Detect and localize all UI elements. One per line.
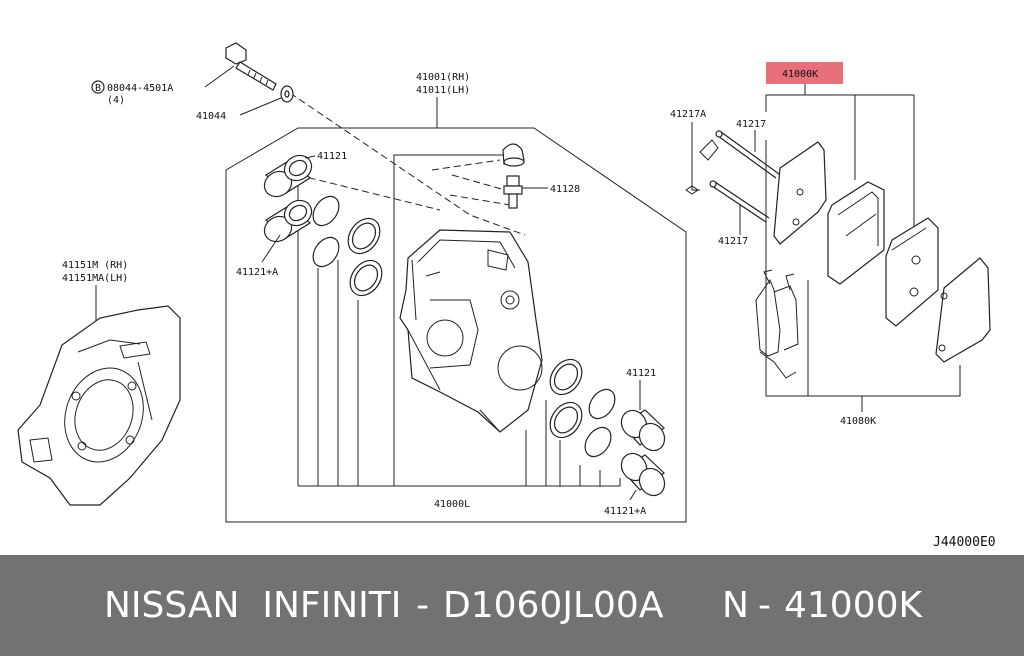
shim-plate-icon	[773, 141, 827, 245]
piston-icon	[263, 199, 313, 243]
piston-bottom-label: 41121	[626, 368, 656, 379]
abutment-clip-icon	[755, 269, 799, 379]
piston-icon	[620, 452, 666, 497]
shim-kit-label: 41080K	[840, 416, 876, 427]
dust-shield-icon	[17, 305, 181, 506]
seal-ring-icon	[549, 358, 616, 458]
pad-clip-icon	[685, 139, 719, 195]
bleeder-part-label: 41128	[550, 184, 580, 195]
footer-n-label: N	[722, 585, 749, 626]
shield-rh-label: 41151M (RH)	[62, 260, 128, 271]
piston-top-label: 41121	[317, 151, 347, 162]
brake-caliper-diagram: B 08044-4501A (4) 41044 41001(RH) 41011(…	[17, 42, 996, 550]
caliper-group-frame	[225, 127, 687, 523]
caliper-lh-label: 41011(LH)	[416, 85, 470, 96]
washer-icon	[280, 85, 294, 103]
caliper-rh-label: 41001(RH)	[416, 72, 470, 83]
bolt-icon	[225, 42, 277, 91]
caliper-body-icon	[399, 229, 543, 433]
pin-icon	[709, 180, 770, 223]
shield-lh-label: 41151MA(LH)	[62, 273, 128, 284]
clip-part-label: 41217A	[670, 109, 706, 120]
bolt-qty-label: (4)	[107, 95, 125, 106]
footer-brand: NISSAN INFINITI	[104, 585, 402, 626]
footer-ref-number: 41000K	[784, 585, 923, 626]
piston-top-kit-label: 41121+A	[236, 267, 278, 278]
piston-icon	[263, 154, 313, 198]
bolt-circle-b: B	[95, 83, 101, 94]
footer-part-number: D1060JL00A	[443, 585, 664, 626]
pin-top-label: 41217	[736, 119, 766, 130]
diagram-code: J44000E0	[933, 535, 996, 550]
bleeder-screw-icon	[503, 175, 523, 209]
brake-pad-icon	[827, 181, 885, 285]
bolt-part-label: 08044-4501A	[107, 83, 173, 94]
caliper-assy-label: 41000L	[434, 499, 470, 510]
seal-ring-icon	[312, 195, 383, 297]
piston-bottom-kit-label: 41121+A	[604, 506, 646, 517]
footer-separator: -	[416, 585, 429, 626]
piston-icon	[620, 409, 666, 452]
brake-pad-icon	[885, 217, 939, 327]
pad-kit-highlight	[766, 62, 843, 84]
pad-kit-label: 41000K	[782, 69, 818, 80]
pin-icon	[715, 130, 780, 179]
bleeder-cap-icon	[502, 143, 525, 167]
washer-part-label: 41044	[196, 111, 226, 122]
footer-bar: NISSAN INFINITI - D1060JL00A N - 41000K	[0, 555, 1024, 656]
footer-separator: -	[758, 585, 771, 626]
pin-bottom-label: 41217	[718, 236, 748, 247]
shim-plate-icon	[935, 257, 991, 363]
